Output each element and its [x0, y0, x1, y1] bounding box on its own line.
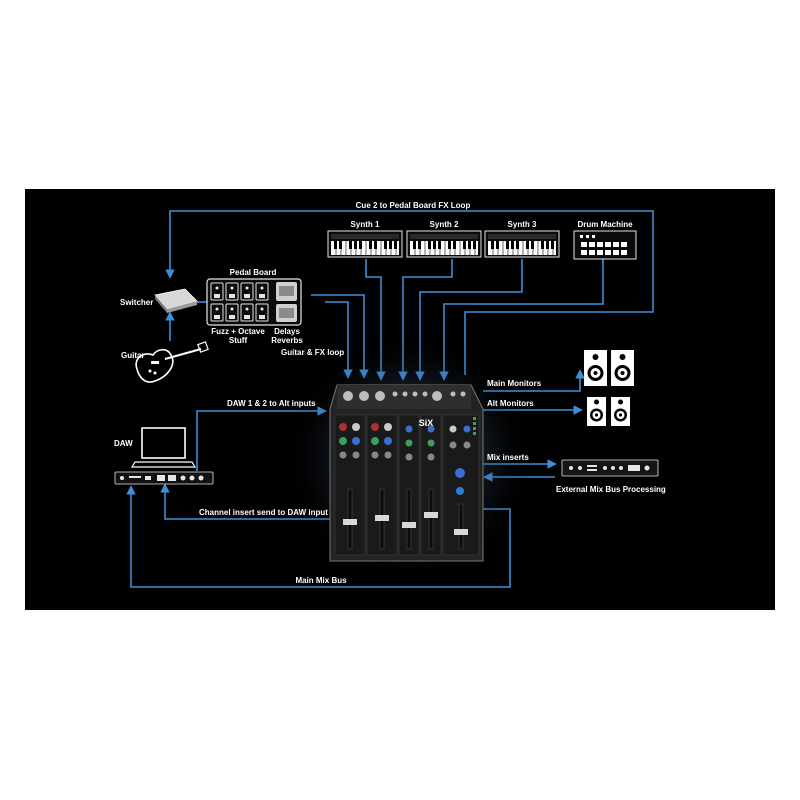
switcher [154, 288, 198, 313]
label-synth3: Synth 3 [508, 220, 537, 229]
labels: Cue 2 to Pedal Board FX Loop Synth 1 Syn… [114, 201, 666, 585]
label-guitar-fx: Guitar & FX loop [281, 348, 344, 357]
label-synth2: Synth 2 [430, 220, 459, 229]
label-main-monitors: Main Monitors [487, 379, 542, 388]
main-monitors-icon [584, 350, 634, 386]
label-alt-monitors: Alt Monitors [487, 399, 534, 408]
guitar-icon [135, 341, 209, 383]
wire-synth1 [365, 259, 386, 381]
synth-3 [484, 230, 560, 258]
label-drum-machine: Drum Machine [577, 220, 633, 229]
label-daw-alt: DAW 1 & 2 to Alt inputs [227, 399, 316, 408]
signal-flow-diagram: SiX Cue 2 to Pedal Board FX Loop Synth 1… [25, 189, 775, 610]
external-processor [561, 459, 659, 477]
wire-main-monitors [483, 369, 585, 392]
label-pedal-board: Pedal Board [230, 268, 277, 277]
label-stuff: Stuff [229, 336, 248, 345]
label-channel-insert: Channel insert send to DAW input [199, 508, 328, 517]
synth-2 [406, 230, 482, 258]
wire-cue2-loop [165, 210, 654, 375]
pedal-board [206, 278, 302, 326]
audio-interface [114, 471, 214, 485]
wire-daw-alt [196, 406, 327, 471]
daw-laptop [130, 427, 197, 468]
synth-1 [327, 230, 403, 258]
drum-machine [573, 230, 637, 260]
six-mixer: SiX [285, 334, 535, 584]
label-mix-inserts: Mix inserts [487, 453, 529, 462]
label-synth1: Synth 1 [351, 220, 380, 229]
alt-monitors-icon [587, 397, 630, 426]
label-external: External Mix Bus Processing [556, 485, 666, 494]
label-delays: Delays [274, 327, 300, 336]
label-fuzz-octave: Fuzz + Octave [211, 327, 265, 336]
label-daw: DAW [114, 439, 133, 448]
wire-synth2 [398, 259, 453, 381]
mixer-brand: SiX [419, 418, 434, 428]
label-guitar: Guitar [121, 351, 145, 360]
diagram-canvas: SiX Cue 2 to Pedal Board FX Loop Synth 1… [114, 201, 666, 588]
wire-channel-insert [160, 483, 337, 520]
label-main-mix: Main Mix Bus [295, 576, 347, 585]
label-reverbs: Reverbs [271, 336, 303, 345]
label-switcher: Switcher [120, 298, 153, 307]
label-cue2: Cue 2 to Pedal Board FX Loop [356, 201, 471, 210]
